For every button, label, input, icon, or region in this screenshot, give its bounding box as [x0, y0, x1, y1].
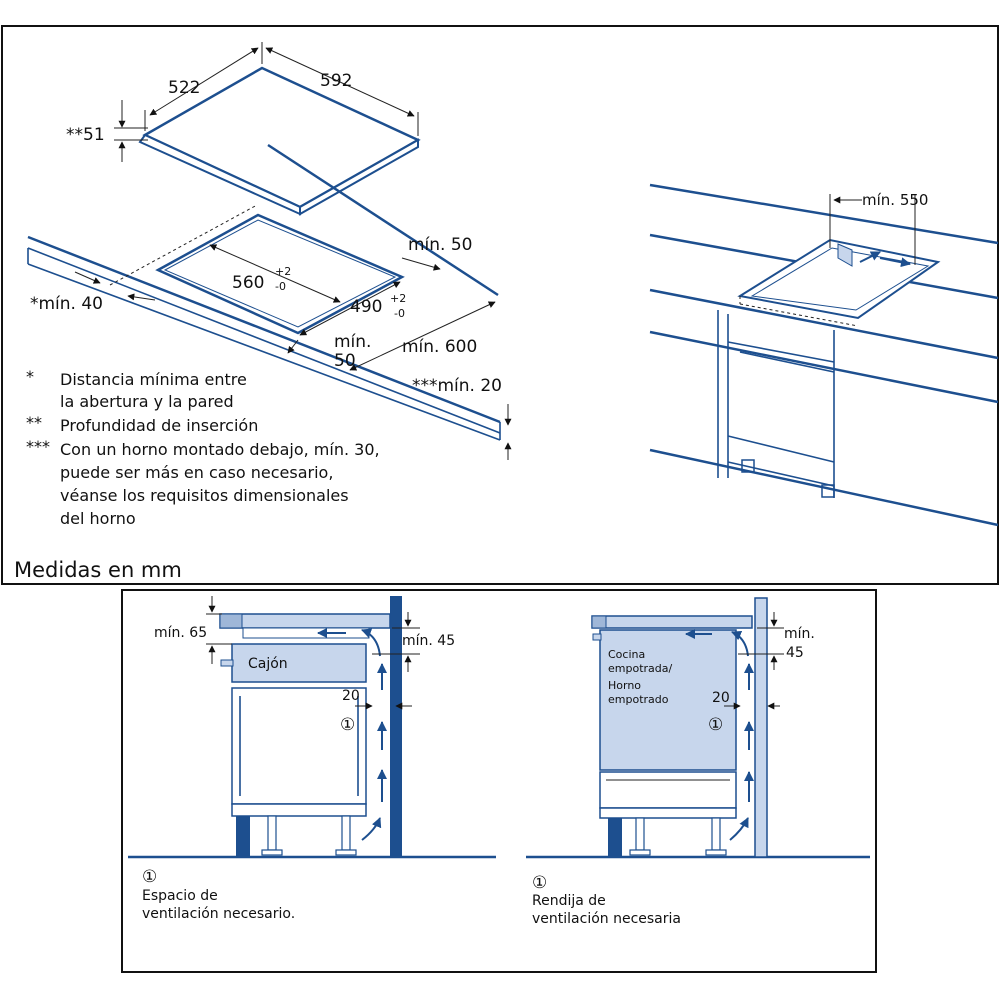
drawer-cabinet-drawing [128, 596, 496, 859]
notes: * Distancia mínima entre la abertura y l… [26, 367, 380, 528]
caption-left-line-2: ventilación necesario. [142, 906, 295, 922]
oven-label-line-1: Cocina [608, 648, 645, 661]
note-2-mark: ** [26, 413, 42, 432]
min-50-front-label-a: mín. [334, 332, 371, 352]
cutout-depth-tol-plus: +2 [390, 292, 406, 305]
note-3-line-2: puede ser más en caso necesario, [60, 463, 333, 482]
note-3-mark: *** [26, 437, 50, 456]
cutout-width-tol-plus: +2 [275, 265, 291, 278]
hob-thickness-label: **51 [66, 125, 105, 145]
top-frame [1, 25, 999, 585]
oven-label-line-4: empotrado [608, 693, 669, 706]
countertop-drawing [27, 143, 512, 460]
oven-cabinet-drawing [526, 597, 870, 859]
caption-right-line-1: Rendija de [532, 893, 606, 909]
min-45-left-label: mín. 45 [402, 633, 455, 649]
note-1-line-1: Distancia mínima entre [60, 370, 247, 389]
note-1-line-2: la abertura y la pared [60, 392, 234, 411]
min-50-right-label: mín. 50 [408, 235, 473, 255]
oven-label-line-3: Horno [608, 679, 641, 692]
hob-depth-label: 592 [320, 71, 352, 91]
units-label: Medidas en mm [14, 558, 182, 582]
gap-20-right-label: 20 [712, 690, 730, 706]
cooktop-drawing [114, 42, 421, 216]
perspective-drawing [649, 183, 999, 527]
min-45-right-label-b: 45 [786, 645, 804, 661]
min-50-front-label-b: 50 [334, 351, 356, 371]
cutout-depth-tol-minus: -0 [394, 307, 405, 320]
drawer-label: Cajón [248, 656, 288, 672]
bottom-frame [121, 589, 877, 973]
ventilation-mark-right: ① [708, 715, 723, 735]
caption-right-mark: ① [532, 873, 547, 893]
note-3-line-1: Con un horno montado debajo, mín. 30, [60, 440, 380, 459]
hob-width-label: 522 [168, 78, 200, 98]
cutout-depth-label: 490 [350, 297, 382, 317]
note-3-line-4: del horno [60, 509, 136, 528]
oven-label-line-2: empotrada/ [608, 662, 672, 675]
min-20-label: ***mín. 20 [412, 376, 502, 396]
caption-right-line-2: ventilación necesaria [532, 911, 681, 927]
caption-left-mark: ① [142, 867, 157, 887]
cutout-width-tol-minus: -0 [275, 280, 286, 293]
note-2-line-1: Profundidad de inserción [60, 416, 258, 435]
min-600-label: mín. 600 [402, 337, 477, 357]
min-40-label: *mín. 40 [30, 294, 103, 314]
min-65-label: mín. 65 [154, 625, 207, 641]
min-45-right-label-a: mín. [784, 626, 815, 642]
note-3-line-3: véanse los requisitos dimensionales [60, 486, 349, 505]
caption-left-line-1: Espacio de [142, 888, 218, 904]
cutout-width-label: 560 [232, 273, 264, 293]
gap-20-left-label: 20 [342, 688, 360, 704]
ventilation-mark-left: ① [340, 715, 355, 735]
note-1-mark: * [26, 367, 34, 386]
min-550-label: mín. 550 [862, 191, 928, 209]
